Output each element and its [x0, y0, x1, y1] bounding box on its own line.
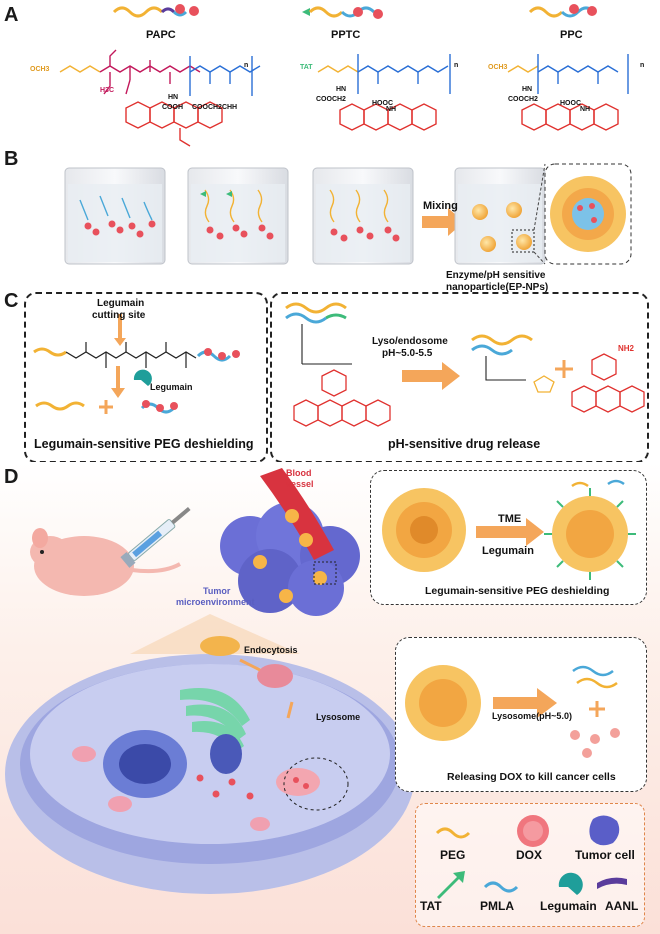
- tme-arrow: [476, 518, 544, 546]
- lysosome-ph-label: Lysosome(pH~5.0): [492, 711, 572, 721]
- papc-structure: [59, 49, 261, 147]
- np-caption-line2: nanoparticle(EP-NPs): [446, 282, 549, 293]
- group-cooch2chh: COOCH2CHH: [192, 104, 238, 111]
- panel-label-b: B: [4, 148, 19, 170]
- cut-site-arrow: [114, 314, 126, 346]
- blood-line2: vessel: [286, 479, 314, 489]
- np-caption-line1: Enzyme/pH sensitive: [446, 270, 546, 281]
- panel-label-a: A: [4, 4, 19, 26]
- blood-line1: Blood: [286, 468, 312, 478]
- lyso-arrow: [402, 362, 460, 390]
- legend-dox: DOX: [516, 848, 543, 862]
- lyso-line2: pH~5.0-5.5: [382, 348, 433, 359]
- lysosome-label: Lysosome: [316, 712, 361, 722]
- beaker-1: [64, 167, 166, 265]
- subscript-n-papc: n: [244, 62, 249, 69]
- right-box-title: pH-sensitive drug release: [388, 437, 541, 451]
- papc-cartoon: [112, 4, 199, 18]
- tumor-line1: Tumor: [203, 586, 231, 596]
- legumain-label-c: Legumain: [150, 382, 193, 392]
- legend-aanl: AANL: [605, 899, 639, 913]
- mixing-arrow: [422, 208, 464, 236]
- group-hn-pptc: HN: [336, 86, 347, 93]
- pptc-structure: [317, 54, 451, 131]
- subscript-n-ppc: n: [640, 62, 645, 69]
- group-hooc-ppc: HOOC: [560, 100, 581, 107]
- legend-pmla: PMLA: [480, 899, 514, 913]
- legumain-label-d: Legumain: [482, 545, 534, 557]
- group-cooch2-pptc: COOCH2: [316, 96, 346, 103]
- beakers-row: [64, 163, 632, 265]
- tme-deshield-title: Legumain-sensitive PEG deshielding: [425, 585, 610, 597]
- panel-label-d: D: [4, 466, 19, 488]
- tumor-line2: microenvironment: [176, 597, 255, 607]
- polymer-name-ppc: PPC: [560, 29, 583, 41]
- legend-tumor-cell: Tumor cell: [575, 848, 635, 862]
- nanoparticle-zoom: [533, 163, 632, 265]
- tme-deshield-scheme: [382, 479, 636, 580]
- legend-peg: PEG: [440, 848, 466, 862]
- group-tat: TAT: [300, 64, 313, 71]
- release-title: Releasing DOX to kill cancer cells: [447, 771, 616, 783]
- cleavage-scheme: [33, 314, 240, 414]
- group-cooch2-ppc: COOCH2: [508, 96, 538, 103]
- legend-tat: TAT: [420, 899, 442, 913]
- legend-legumain: Legumain: [540, 899, 597, 913]
- nh2-label: NH2: [618, 344, 635, 353]
- group-nh-ppc: NH: [580, 106, 591, 113]
- release-scheme: [405, 665, 620, 758]
- beaker-4: [454, 167, 546, 265]
- panel-label-c: C: [4, 290, 19, 312]
- mixing-label: Mixing: [423, 200, 458, 212]
- group-och3-papc: OCH3: [30, 66, 50, 73]
- cut-site-line2: cutting site: [92, 310, 146, 321]
- beaker-3: [312, 167, 414, 265]
- legend-icons: [435, 815, 627, 899]
- left-box-title: Legumain-sensitive PEG deshielding: [34, 437, 254, 451]
- lyso-line1: Lyso/endosome: [372, 336, 448, 347]
- polymer-name-papc: PAPC: [146, 29, 176, 41]
- cancer-cell: [5, 614, 415, 894]
- mouse-and-tumor: [30, 468, 360, 616]
- ppc-cartoon: [528, 4, 597, 18]
- cut-site-line1: Legumain: [97, 298, 145, 309]
- tme-label: TME: [498, 513, 522, 525]
- group-och3-ppc: OCH3: [488, 64, 508, 71]
- cleave-arrow: [111, 366, 125, 398]
- subscript-n-pptc: n: [454, 62, 459, 69]
- ph-release-scheme: [285, 302, 645, 427]
- group-cooh: COOH: [162, 104, 183, 111]
- polymer-name-pptc: PPTC: [331, 29, 361, 41]
- group-h3c: H3C: [100, 87, 115, 94]
- beaker-2: [187, 167, 289, 265]
- release-arrow: [493, 688, 557, 718]
- tumor-cluster: [220, 468, 360, 616]
- pptc-cartoon: [302, 6, 383, 19]
- group-hn-ppc: HN: [522, 86, 533, 93]
- group-nh-pptc: NH: [386, 106, 397, 113]
- group-hn-papc: HN: [168, 94, 179, 101]
- endocytosis-label: Endocytosis: [244, 645, 298, 655]
- group-hooc-pptc: HOOC: [372, 100, 393, 107]
- ppc-structure: [507, 54, 629, 131]
